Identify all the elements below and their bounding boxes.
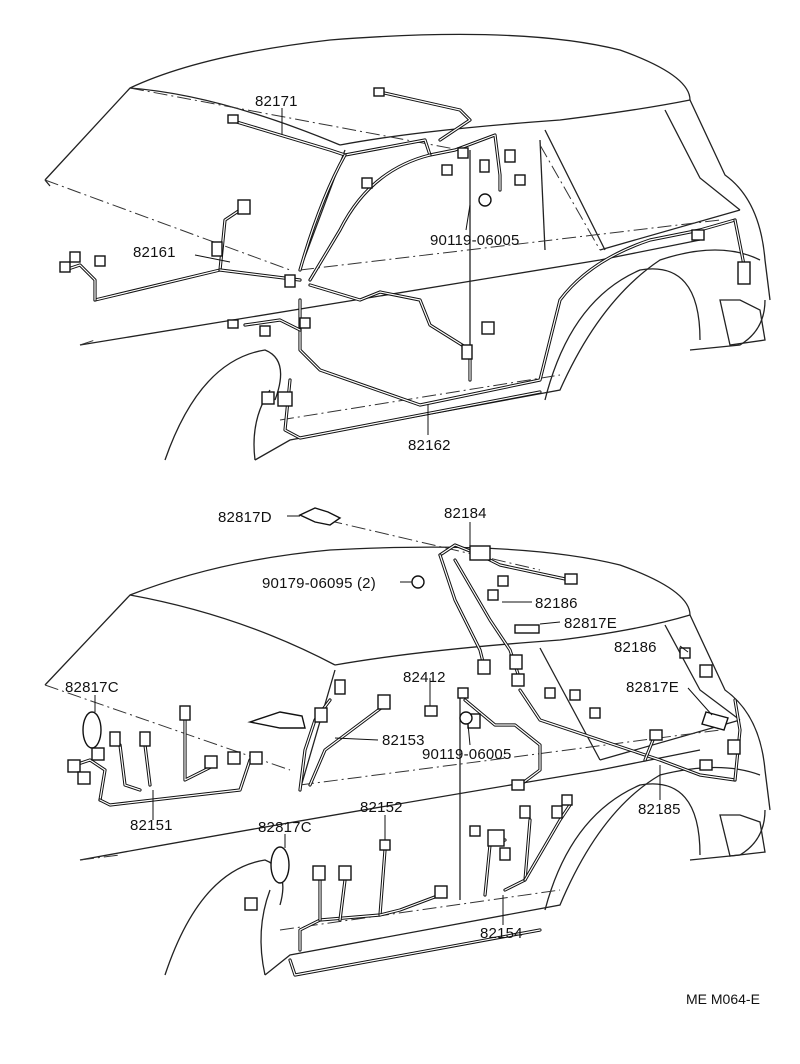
- part-label-82817E-upper: 82817E: [564, 615, 617, 632]
- bottom-harness-82154: [469, 794, 573, 897]
- bottom-vehicle-body: [44, 514, 771, 976]
- bottom-harness-82153: [247, 679, 391, 792]
- part-label-90119-06005-bottom: 90119-06005: [422, 746, 512, 763]
- part-label-82153: 82153: [382, 732, 425, 749]
- part-label-82154: 82154: [480, 925, 523, 942]
- bottom-leaders: [94, 515, 713, 925]
- part-label-90119-06005-top: 90119-06005: [430, 232, 520, 249]
- part-label-82185: 82185: [638, 801, 681, 818]
- part-label-82162: 82162: [408, 437, 451, 454]
- part-label-82151: 82151: [130, 817, 173, 834]
- part-label-82817D: 82817D: [218, 509, 272, 526]
- bottom-harness-82151: [67, 705, 263, 807]
- bolt-90119-06005-bottom: [459, 711, 473, 725]
- top-vehicle-body: [44, 33, 771, 461]
- bottom-harness-82184: [438, 543, 578, 687]
- part-label-82817C-lower: 82817C: [258, 819, 312, 836]
- part-label-82171: 82171: [255, 93, 298, 110]
- clip-82817D: [298, 507, 342, 526]
- diagram-code: ME M064-E: [686, 991, 760, 1007]
- bottom-harness-82152: [244, 839, 542, 977]
- part-label-82152: 82152: [360, 799, 403, 816]
- bottom-harness-82412: [424, 687, 542, 791]
- part-label-82817C-upper: 82817C: [65, 679, 119, 696]
- part-label-82412: 82412: [403, 669, 446, 686]
- part-label-82161: 82161: [133, 244, 176, 261]
- part-label-82184: 82184: [444, 505, 487, 522]
- top-leaders: [194, 108, 471, 435]
- part-label-82186-lower: 82186: [614, 639, 657, 656]
- top-harness-82161: [59, 199, 302, 302]
- bottom-harness-82185: [518, 647, 742, 782]
- bolt-90179-06095: [411, 575, 425, 589]
- part-label-90179-06095: 90179-06095 (2): [262, 575, 376, 592]
- top-harness-82171: [227, 87, 526, 282]
- part-label-82186-upper: 82186: [535, 595, 578, 612]
- top-harness-82162: [227, 218, 751, 440]
- part-label-82817E-lower: 82817E: [626, 679, 679, 696]
